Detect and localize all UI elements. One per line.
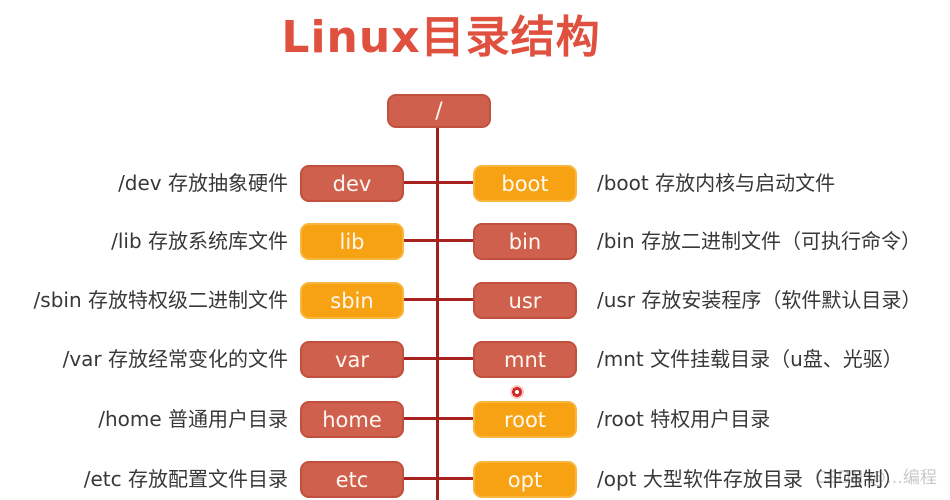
dir-node-boot: boot	[473, 165, 577, 202]
dir-node-boot-label: boot	[501, 171, 549, 196]
connector-line	[399, 181, 477, 184]
dir-node-lib-label: lib	[339, 229, 365, 254]
page-title: Linux目录结构	[281, 12, 601, 63]
dir-node-sbin-label: sbin	[330, 288, 374, 313]
root-directory-node: /	[387, 94, 491, 128]
dir-node-etc-label: etc	[335, 467, 369, 492]
dir-description-etc: /etc 存放配置文件目录	[83, 467, 288, 491]
connector-line	[399, 298, 477, 301]
dir-node-bin-label: bin	[508, 229, 542, 254]
dir-description-dev: /dev 存放抽象硬件	[118, 171, 288, 195]
dir-description-bin: /bin 存放二进制文件（可执行命令）	[597, 229, 922, 253]
dir-node-sbin: sbin	[300, 282, 404, 319]
dir-description-sbin: /sbin 存放特权级二进制文件	[33, 288, 288, 312]
dir-node-root-label: root	[503, 407, 547, 432]
dir-node-home-label: home	[322, 407, 382, 432]
root-directory-label: /	[435, 98, 443, 124]
dir-node-bin: bin	[473, 223, 577, 260]
tree-trunk-line	[436, 127, 439, 500]
connector-line	[399, 417, 477, 420]
dir-description-home: /home 普通用户目录	[98, 407, 288, 431]
dir-node-home: home	[300, 401, 404, 438]
dir-description-root: /root 特权用户目录	[597, 407, 771, 431]
dir-description-opt: /opt 大型软件存放目录（非强制）	[597, 467, 903, 491]
dir-node-mnt: mnt	[473, 341, 577, 378]
dir-node-dev: dev	[300, 165, 404, 202]
dir-node-dev-label: dev	[332, 171, 372, 196]
dir-description-lib: /lib 存放系统库文件	[111, 229, 288, 253]
dir-description-var: /var 存放经常变化的文件	[62, 347, 288, 371]
dir-description-usr: /usr 存放安装程序（软件默认目录）	[597, 288, 922, 312]
dir-node-usr-label: usr	[508, 288, 542, 313]
dir-node-etc: etc	[300, 461, 404, 498]
dir-node-usr: usr	[473, 282, 577, 319]
dir-node-var-label: var	[335, 347, 369, 372]
dir-node-root: root	[473, 401, 577, 438]
connector-line	[399, 239, 477, 242]
dir-description-boot: /boot 存放内核与启动文件	[597, 171, 836, 195]
csdn-watermark: CSDN @…编程	[815, 468, 937, 488]
dir-node-mnt-label: mnt	[504, 347, 546, 372]
laser-pointer-dot	[510, 385, 524, 399]
dir-node-lib: lib	[300, 223, 404, 260]
connector-line	[399, 357, 477, 360]
dir-node-var: var	[300, 341, 404, 378]
dir-description-mnt: /mnt 文件挂载目录（u盘、光驱）	[597, 347, 903, 371]
dir-node-opt-label: opt	[507, 467, 543, 492]
connector-line	[399, 477, 477, 480]
dir-node-opt: opt	[473, 461, 577, 498]
